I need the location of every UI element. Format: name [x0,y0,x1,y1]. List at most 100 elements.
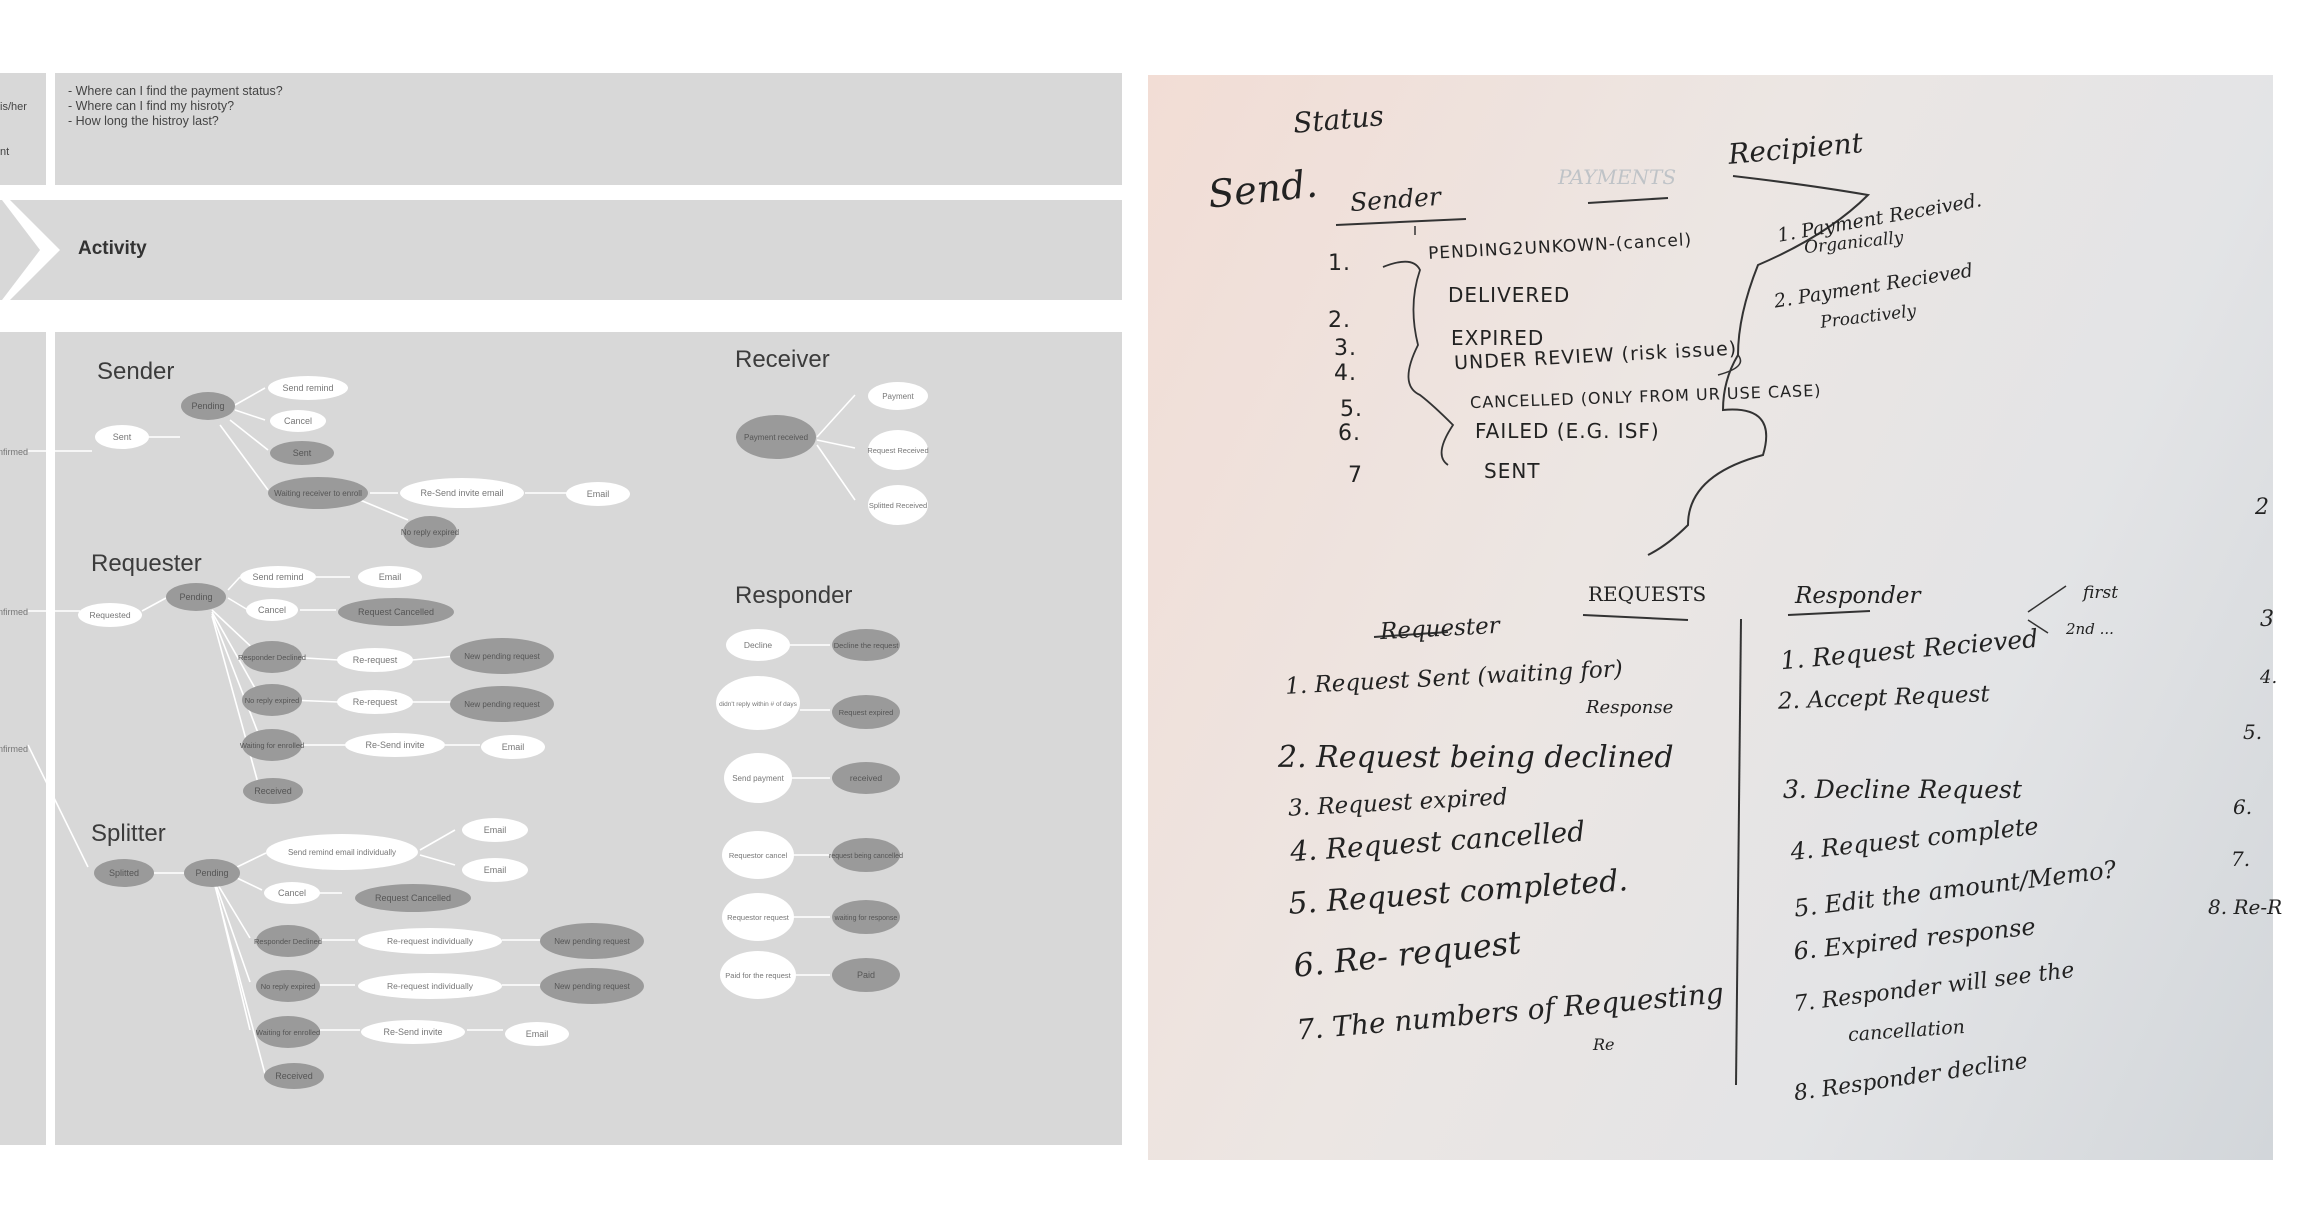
edge-label: is/her [0,101,27,113]
wb-ghost-payments: PAYMENTS [1558,165,1677,189]
node-email-2 [462,858,528,882]
wb-sender-item: SENT [1484,459,1541,483]
wb-sender-number: 2. [1328,308,1351,333]
wb-sender-item: DELIVERED [1448,283,1571,307]
node-decline [726,629,790,661]
edge-label: nfirmed [0,447,28,457]
node-waiting-receiver [268,477,368,509]
questions-list: - Where can I find the payment status? -… [68,84,283,129]
node-send-remind-individually-label: Send remind email individually [288,848,396,857]
diagram-panel [55,332,1122,1145]
wb-requester-item: Re [1593,1035,1615,1054]
node-new-pending-request [450,638,554,674]
node-didnt-reply-label: didn't reply within # of days [719,701,798,708]
whiteboard-photo: Send. Status PAYMENTS Sender Recipient 1… [1148,75,2282,1160]
node-request-being-cancelled-label: request being cancelled [829,853,903,860]
node-request-received [868,430,928,470]
node-decline-label: Decline [744,640,773,650]
wb-requests-heading: REQUESTS [1588,582,1707,606]
node-email-1-label: Email [484,825,507,835]
node-pending [166,583,226,611]
node-send-remind-individually [266,834,418,870]
activity-band [0,200,1122,300]
node-requestor-cancel-label: Requestor cancel [729,851,788,860]
wb-requester-item: Response [1586,697,1674,718]
node-re-request-individually-2 [358,973,502,999]
wb-edge-mark: 8. Re-R [2208,895,2283,919]
node-splitted-label: Splitted [109,868,139,878]
node-payment [868,382,928,410]
node-new-pending-request-label: New pending request [464,652,540,661]
node-waiting-enrolled-label: Waiting for enrolled [256,1028,320,1037]
requester-nodes: Requested Pending Send remind Email Canc… [78,566,554,804]
node-cancel [264,882,320,904]
node-re-request-2 [337,690,413,714]
node-paid [832,958,900,992]
wb-sender-number: 3. [1334,336,1357,361]
node-email [566,482,630,506]
wb-responder-heading: Responder [1795,583,1921,609]
node-no-reply-expired-label: No reply expired [245,696,300,705]
wb-responder-item: 3. Decline Request [1783,775,2022,804]
node-request-expired [832,695,900,729]
node-splitted [94,859,154,887]
edge-label: nfirmed [0,744,28,754]
node-sent2-label: Sent [293,448,312,458]
node-received-label: Received [275,1071,313,1081]
node-resend-invite-label: Re-Send invite [383,1027,442,1037]
node-no-reply-expired [403,516,457,548]
wb-responder-first: first [2083,583,2119,603]
wb-edge-mark: 7. [2231,847,2251,871]
receiver-nodes: Payment received Payment Request Receive… [736,382,929,525]
node-send-remind [240,566,316,588]
node-cancel-label: Cancel [284,416,312,426]
node-waiting-enrolled [242,729,302,761]
node-paid-for-request-label: Paid for the request [725,971,791,980]
node-waiting-enrolled [256,1016,320,1048]
question-item: - Where can I find the payment status? [68,84,283,98]
wb-sender-number: 4. [1334,361,1357,386]
node-requested [78,603,142,627]
node-re-request [337,648,413,672]
node-request-received-label: Request Received [867,446,928,455]
node-payment-received [736,415,816,459]
node-email-label: Email [379,572,402,582]
node-waiting-receiver-label: Waiting receiver to enroll [274,489,362,498]
node-resend-invite [361,1020,465,1044]
responder-title: Responder [735,582,853,609]
activity-label: Activity [78,238,147,259]
wb-requester-item: 2. Request being declined [1278,740,1674,775]
receiver-title: Receiver [735,346,830,373]
node-re-request-individually [358,928,502,954]
node-splitted-received [868,485,928,525]
node-new-pending-request-2-label: New pending request [464,700,540,709]
wb-sender-number: 1. [1328,251,1351,276]
splitter-title: Splitter [91,820,166,847]
node-email-1 [462,818,528,842]
node-send-remind-label: Send remind [252,572,303,582]
node-requested-label: Requested [89,610,130,620]
node-email-3 [505,1022,569,1046]
node-new-pending-request-2-label: New pending request [554,982,630,991]
node-cancel-label: Cancel [278,888,306,898]
node-requestor-cancel [722,831,794,879]
node-responder-declined [242,641,302,673]
node-email-2-label: Email [484,865,507,875]
responder-nodes: Decline Decline the request didn't reply… [716,629,903,999]
node-send-payment [724,753,792,803]
question-item: - Where can I find my hisroty? [68,99,235,113]
node-sent-label: Sent [113,432,132,442]
node-email [358,566,422,588]
node-request-expired-label: Request expired [839,708,894,717]
wb-edge-mark: 4. [2260,667,2278,688]
question-item: - How long the histroy last? [68,114,219,128]
node-paid-for-request [720,951,796,999]
wb-sender-number: 6. [1338,421,1361,446]
node-send-remind-label: Send remind [282,383,333,393]
wb-sender-item: FAILED (E.G. ISF) [1475,419,1660,443]
edge-label: nt [0,146,10,158]
node-pending-label: Pending [191,401,224,411]
node-new-pending-request [540,923,644,959]
node-new-pending-request-label: New pending request [554,937,630,946]
node-request-cancelled [338,598,454,626]
